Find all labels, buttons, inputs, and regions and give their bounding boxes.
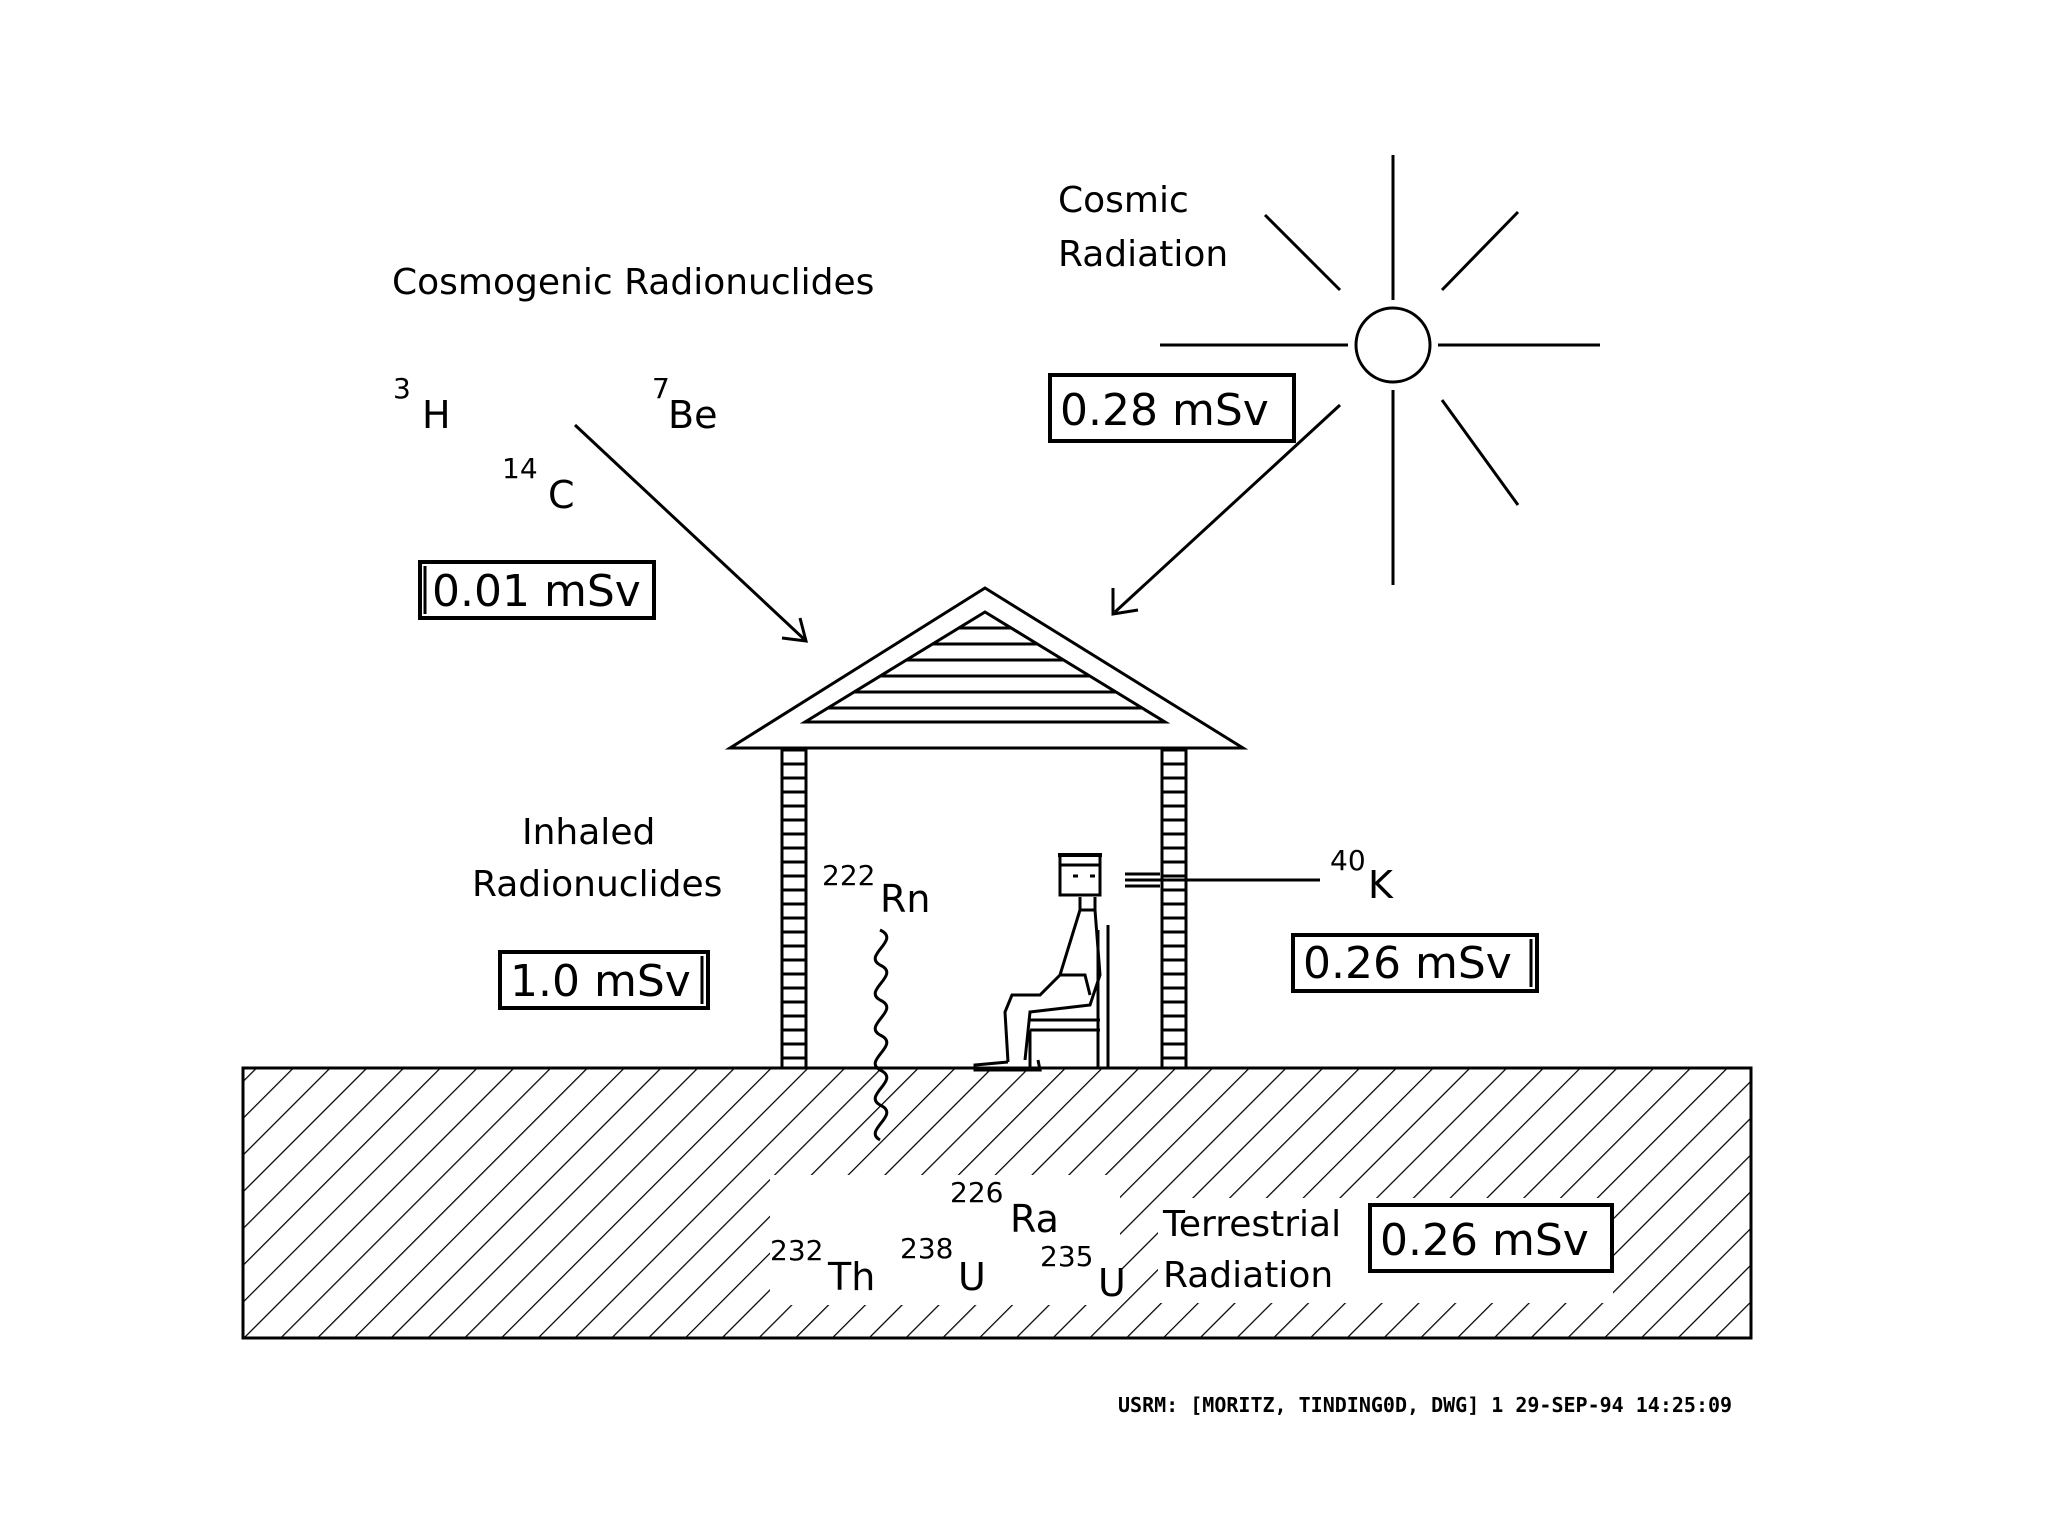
- dose-value: 0.28 mSv: [1060, 385, 1269, 436]
- isotope-mass: 40: [1330, 844, 1366, 877]
- dose-value: 1.0 mSv: [510, 956, 691, 1007]
- isotope-symbol: U: [1098, 1261, 1126, 1305]
- isotope-h3: 3 H: [393, 372, 451, 437]
- inhaled-label-line1: Inhaled: [522, 812, 655, 853]
- dose-box-cosmogenic: 0.01 mSv: [418, 560, 656, 620]
- isotope-mass: 3: [393, 372, 411, 405]
- radon-wave: [873, 928, 889, 1142]
- isotope-rn222: 222 Rn: [822, 859, 931, 921]
- dose-box-cosmic: 0.28 mSv: [1048, 373, 1296, 443]
- cosmic-label-line1: Cosmic: [1058, 180, 1189, 221]
- isotope-symbol: U: [958, 1255, 986, 1299]
- isotope-be7: 7 Be: [652, 372, 717, 437]
- inhaled-label-line2: Radionuclides: [472, 864, 722, 905]
- isotope-symbol: Be: [668, 393, 717, 437]
- dose-value: 0.26 mSv: [1303, 938, 1512, 989]
- cosmic-label-line2: Radiation: [1058, 234, 1228, 275]
- house-icon: [724, 586, 1249, 1070]
- isotope-symbol: C: [548, 473, 575, 517]
- isotope-symbol: Rn: [880, 877, 931, 921]
- isotope-u235: 235 U: [1040, 1240, 1126, 1305]
- cosmogenic-label: Cosmogenic Radionuclides: [392, 262, 874, 303]
- k40-arrow: [1125, 872, 1320, 888]
- dose-box-internal: 0.26 mSv: [1291, 933, 1539, 993]
- isotope-mass: 226: [950, 1176, 1003, 1209]
- cosmogenic-arrow: [573, 423, 809, 643]
- isotope-u238: 238 U: [900, 1232, 986, 1299]
- plot-footer: USRM: [MORITZ, TINDING0D, DWG] 1 29-SEP-…: [1118, 1393, 1732, 1417]
- isotope-mass: 235: [1040, 1240, 1093, 1273]
- dose-value: 0.26 mSv: [1380, 1215, 1589, 1266]
- isotope-mass: 238: [900, 1232, 953, 1265]
- isotope-mass: 222: [822, 859, 875, 892]
- sun-icon: [1160, 155, 1600, 585]
- isotope-ra226: 226 Ra: [950, 1176, 1059, 1241]
- terrestrial-label-line1: Terrestrial: [1162, 1204, 1341, 1245]
- dose-box-terrestrial: 0.26 mSv: [1368, 1203, 1614, 1273]
- isotope-th232: 232 Th: [770, 1234, 875, 1299]
- isotope-mass: 14: [502, 452, 538, 485]
- isotope-c14: 14 C: [502, 452, 575, 517]
- isotope-mass: 232: [770, 1234, 823, 1267]
- isotope-k40: 40 K: [1330, 844, 1394, 907]
- chair-icon: [1028, 925, 1110, 1070]
- terrestrial-label-line2: Radiation: [1163, 1255, 1333, 1296]
- person-icon: [973, 853, 1102, 1072]
- dose-box-inhaled: 1.0 mSv: [498, 950, 710, 1010]
- isotope-symbol: Th: [827, 1255, 875, 1299]
- isotope-symbol: H: [422, 393, 451, 437]
- cosmic-arrow: [1111, 403, 1342, 616]
- isotope-symbol: K: [1368, 863, 1394, 907]
- isotope-symbol: Ra: [1010, 1197, 1059, 1241]
- isotope-mass: 7: [652, 372, 670, 405]
- dose-value: 0.01 mSv: [432, 566, 641, 617]
